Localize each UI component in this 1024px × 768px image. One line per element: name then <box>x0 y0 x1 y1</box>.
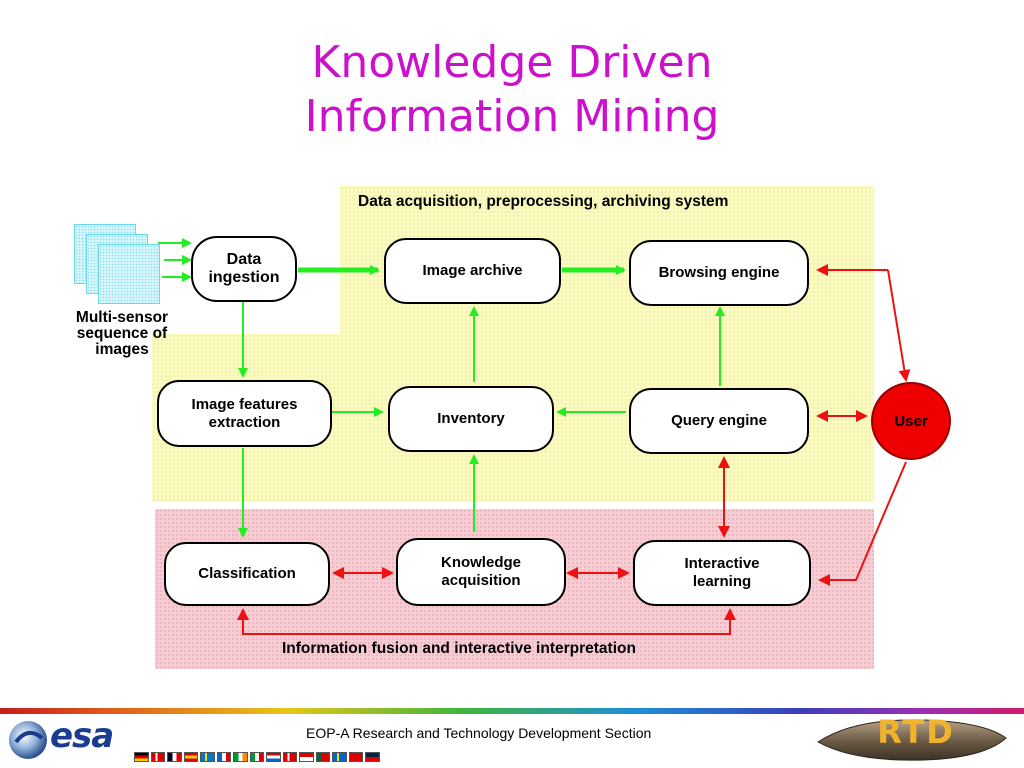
acquisition-zone-label: Data acquisition, preprocessing, archivi… <box>358 193 729 210</box>
input-label: Multi-sensor sequence of images <box>75 309 169 358</box>
page-title: Knowledge Driven Information Mining <box>0 36 1024 144</box>
footer-section-name: EOP-A Research and Technology Developmen… <box>306 725 652 741</box>
footer-rainbow-rule <box>0 708 1024 714</box>
node-data-ingestion: Data ingestion <box>191 236 297 302</box>
flag-icon <box>134 752 149 762</box>
input-arrows <box>158 238 192 282</box>
node-interactive-learning: Interactive learning <box>633 540 811 606</box>
interpretation-zone-label: Information fusion and interactive inter… <box>282 640 636 657</box>
member-flags <box>134 752 380 764</box>
arrow-user-learning <box>818 461 907 586</box>
flag-icon <box>315 752 331 762</box>
flag-icon <box>233 752 248 762</box>
node-query-engine: Query engine <box>629 388 809 454</box>
flag-icon <box>167 752 182 762</box>
node-inventory: Inventory <box>388 386 554 452</box>
node-user: User <box>871 382 951 460</box>
flag-icon <box>249 752 265 762</box>
arrow-browsing-user <box>887 269 911 382</box>
rtd-badge-text: RTD <box>877 713 955 751</box>
flag-icon <box>150 752 166 762</box>
flag-icon <box>348 752 364 762</box>
flag-icon <box>266 752 281 762</box>
arrow-classification-learning-loop <box>237 608 736 635</box>
flag-icon <box>365 752 380 762</box>
node-browsing-engine: Browsing engine <box>629 240 809 306</box>
node-knowledge-acquisition: Knowledge acquisition <box>396 538 566 606</box>
node-image-archive: Image archive <box>384 238 561 304</box>
node-image-features-extraction: Image features extraction <box>157 380 332 447</box>
flag-icon <box>216 752 232 762</box>
flag-icon <box>282 752 298 762</box>
flag-icon <box>200 752 215 762</box>
rtd-badge-icon <box>817 719 1007 761</box>
flag-icon <box>332 752 347 762</box>
flag-icon <box>299 752 314 762</box>
node-classification: Classification <box>164 542 330 606</box>
title-line-1: Knowledge Driven <box>311 37 713 88</box>
esa-logo-icon <box>9 721 47 759</box>
flag-icon <box>183 752 199 762</box>
title-line-2: Information Mining <box>304 91 720 142</box>
esa-logo-text: esa <box>50 716 114 756</box>
